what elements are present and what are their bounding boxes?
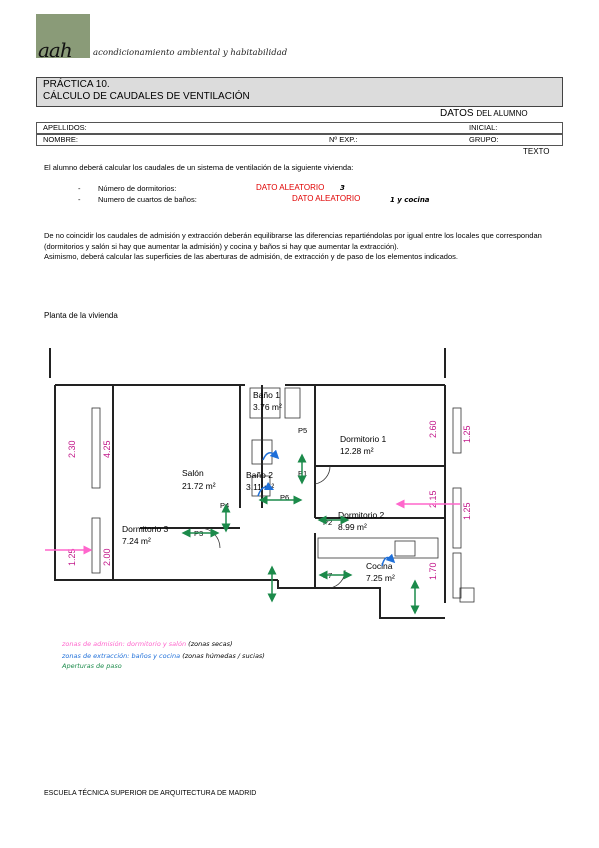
dorm1-name: Dormitorio 1 xyxy=(340,434,387,444)
legend-extraction-text: zonas de extracción: baños y cocina xyxy=(62,652,181,660)
instructions-para-2: Asimismo, deberá calcular las superficie… xyxy=(44,252,458,261)
walls xyxy=(49,348,446,619)
bullet1-label: Número de dormitorios: xyxy=(98,184,177,193)
bullet2-label: Numero de cuartos de baños: xyxy=(98,195,197,204)
dim-260: 2.60 xyxy=(428,420,438,438)
floor-plan: Baño 1 3.76 m² Dormitorio 1 12.28 m² Sal… xyxy=(45,348,475,619)
datos-label: DATOS DEL ALUMNO xyxy=(440,108,528,119)
title-line-2: CÁLCULO DE CAUDALES DE VENTILACIÓN xyxy=(43,91,250,102)
bullet1-value: DATO ALEATORIO xyxy=(256,183,325,192)
datos-word: DATOS xyxy=(440,108,474,119)
logo-box xyxy=(36,14,90,58)
title-line-1: PRÁCTICA 10. xyxy=(43,79,110,90)
legend-admission: zonas de admisión: dormitorio y salón (z… xyxy=(62,640,233,648)
footer: ESCUELA TÉCNICA SUPERIOR DE ARQUITECTURA… xyxy=(44,790,257,797)
plan-label: Planta de la vivienda xyxy=(44,311,118,320)
bullet1-handwritten: 3 xyxy=(340,184,345,192)
cocina-area: 7.25 m² xyxy=(366,573,395,583)
legend-extraction-suffix: (zonas húmedas / sucias) xyxy=(182,652,265,660)
nombre-label: NOMBRE: xyxy=(43,135,79,144)
dorm2-name: Dormitorio 2 xyxy=(338,510,385,520)
bullet-dash: - xyxy=(78,195,81,204)
logo-text: aah xyxy=(38,38,73,62)
dorm3-name: Dormitorio 3 xyxy=(122,524,169,534)
dim-425: 4.25 xyxy=(102,440,112,458)
instructions-para-1: De no coincidir los caudales de admisión… xyxy=(44,231,542,251)
apellidos-row: APELLIDOS: INICIAL: xyxy=(36,122,563,134)
legend-admission-suffix: (zonas secas) xyxy=(188,640,233,648)
legend-extraction: zonas de extracción: baños y cocina (zon… xyxy=(62,652,265,660)
legend-admission-text: zonas de admisión: dormitorio y salón xyxy=(62,640,187,648)
dorm1-area: 12.28 m² xyxy=(340,446,374,456)
instructions: De no coincidir los caudales de admisión… xyxy=(44,231,564,263)
intro-text: El alumno deberá calcular los caudales d… xyxy=(44,163,354,172)
dim-125-left: 1.25 xyxy=(67,548,77,566)
bano1-area: 3.76 m² xyxy=(253,402,282,412)
dim-230: 2.30 xyxy=(67,440,77,458)
bano1-name: Baño 1 xyxy=(253,390,280,400)
grupo-label: GRUPO: xyxy=(469,135,499,144)
bano2-name: Baño 2 xyxy=(246,470,273,480)
datos-suffix: DEL ALUMNO xyxy=(476,109,528,118)
tagline: acondicionamiento ambiental y habitabili… xyxy=(93,48,288,58)
dim-170: 1.70 xyxy=(428,562,438,580)
bullet2-value: DATO ALEATORIO xyxy=(292,194,361,203)
dorm2-area: 8.99 m² xyxy=(338,522,367,532)
cocina-name: Cocina xyxy=(366,561,393,571)
passage-arrows xyxy=(181,453,420,615)
dim-125-right: 1.25 xyxy=(462,425,472,443)
bullet2-handwritten: 1 y cocina xyxy=(390,196,430,204)
apellidos-label: APELLIDOS: xyxy=(43,123,87,132)
extraction-arrows xyxy=(257,449,396,567)
passage-p5: P5 xyxy=(298,426,307,435)
title-box: PRÁCTICA 10. CÁLCULO DE CAUDALES DE VENT… xyxy=(36,77,563,107)
passage-p4: P4 xyxy=(220,501,229,510)
salon-name: Salón xyxy=(182,468,204,478)
legend-passage: Aperturas de paso xyxy=(62,662,122,670)
salon-area: 21.72 m² xyxy=(182,481,216,491)
admission-arrows xyxy=(45,499,460,555)
fixtures xyxy=(91,387,475,603)
dim-215: 2.15 xyxy=(428,490,438,508)
nombre-row: NOMBRE: Nº EXP.: GRUPO: xyxy=(36,134,563,146)
inicial-label: INICIAL: xyxy=(469,123,498,132)
dim-125-mid: 1.25 xyxy=(462,502,472,520)
dim-200: 2.00 xyxy=(102,548,112,566)
texto-label: TEXTO xyxy=(523,147,550,156)
bano2-area: 3.11 m² xyxy=(246,482,274,492)
bullet-dash: - xyxy=(78,184,81,193)
exp-label: Nº EXP.: xyxy=(329,135,358,144)
dorm3-area: 7.24 m² xyxy=(122,536,151,546)
